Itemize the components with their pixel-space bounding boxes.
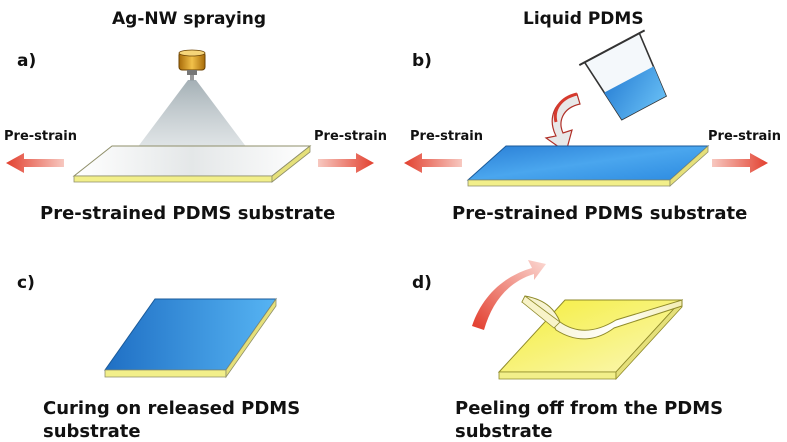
spray-nozzle-icon: [178, 49, 206, 81]
peel-arrow-icon: [472, 260, 546, 330]
pre-strain-right-label-b: Pre-strain: [708, 129, 781, 144]
pre-strain-left-arrow-a: [6, 153, 64, 173]
panel-d: d) Peeling off from the PDMS substrate: [412, 260, 723, 442]
pre-strain-left-arrow-b: [404, 153, 462, 173]
panel-c: c) Curing on released PDMS substrate: [17, 273, 300, 442]
pre-strain-left-label-a: Pre-strain: [4, 129, 77, 144]
peeling-film-d: [521, 295, 683, 340]
panel-d-caption-line2: substrate: [455, 421, 553, 442]
pre-strain-left-label-b: Pre-strain: [410, 129, 483, 144]
panel-b: Liquid PDMS b) Pre-strain Pre-strain P: [404, 9, 781, 224]
panel-a: Ag-NW spraying a) Pre-strain Pre-str: [4, 9, 387, 224]
panel-c-caption-line1: Curing on released PDMS: [43, 398, 300, 419]
panel-b-caption: Pre-strained PDMS substrate: [452, 203, 747, 224]
pre-strain-right-arrow-a: [318, 153, 374, 173]
pre-strain-right-arrow-b: [712, 153, 768, 173]
panel-b-header: Liquid PDMS: [523, 9, 644, 29]
liquid-pdms-substrate-b: [466, 145, 710, 187]
panel-b-letter: b): [412, 51, 432, 71]
panel-a-caption: Pre-strained PDMS substrate: [40, 203, 335, 224]
panel-a-letter: a): [17, 51, 36, 71]
panel-c-letter: c): [17, 273, 35, 293]
panel-d-letter: d): [412, 273, 432, 293]
pour-arrow-icon: [544, 92, 581, 153]
prestrained-substrate-a: [72, 145, 312, 183]
pre-strain-right-label-a: Pre-strain: [314, 129, 387, 144]
beaker-icon: [578, 29, 668, 121]
cured-pdms-substrate-c: [104, 297, 277, 379]
panel-a-header: Ag-NW spraying: [112, 9, 266, 29]
panel-d-caption-line1: Peeling off from the PDMS: [455, 398, 723, 419]
panel-c-caption-line2: substrate: [43, 421, 141, 442]
